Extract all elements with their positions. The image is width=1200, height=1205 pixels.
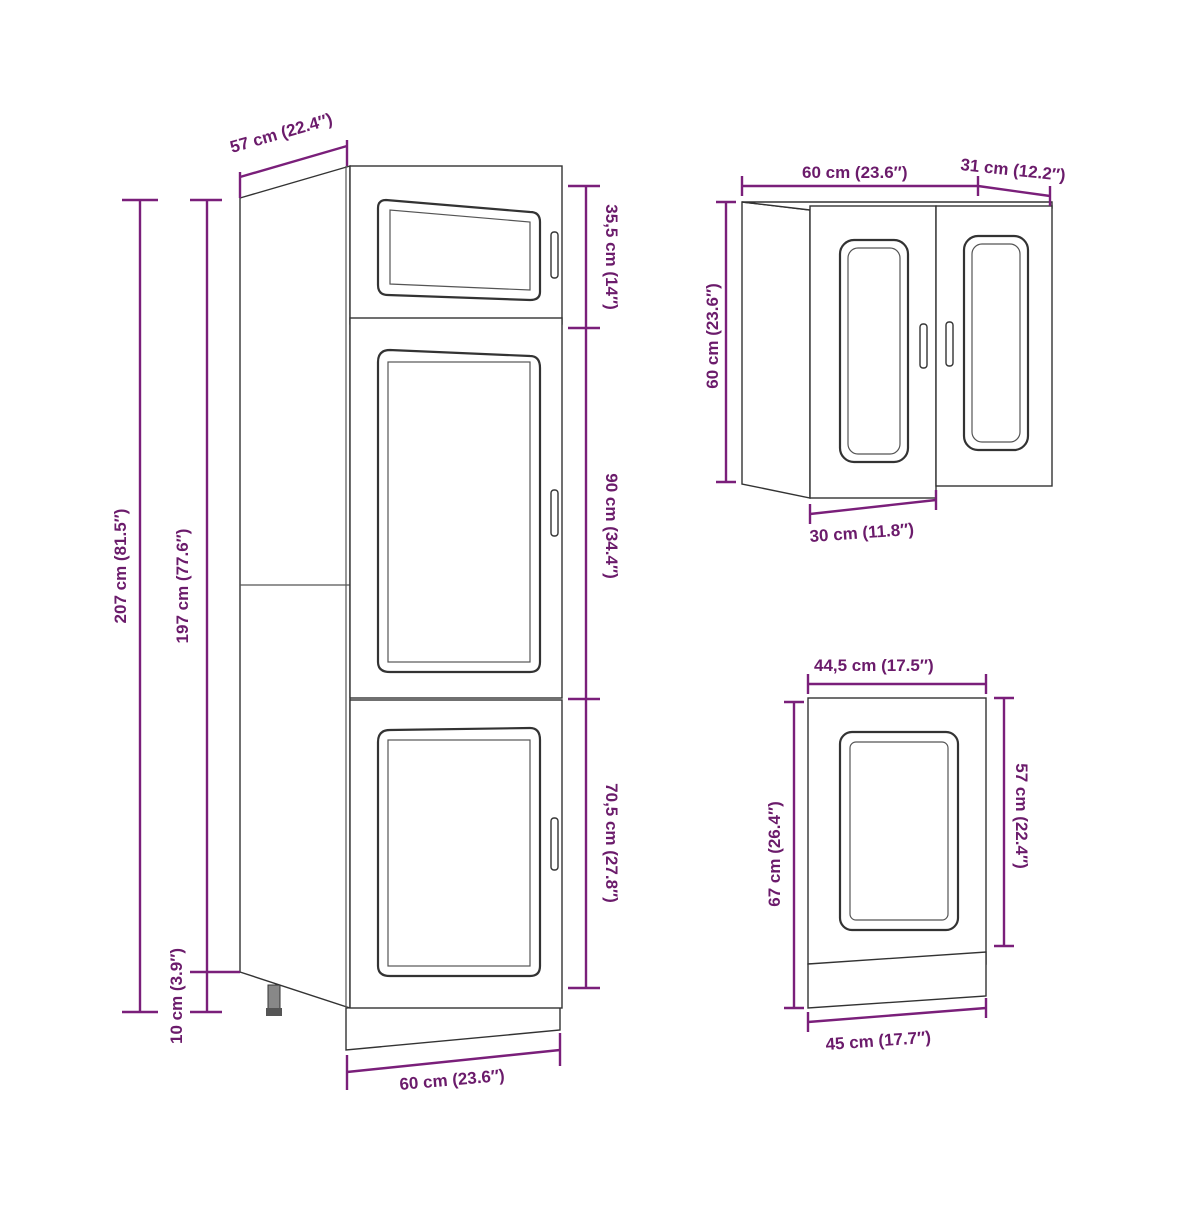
base-cabinet-plinth [807, 951, 987, 1009]
tall-total-height-label: 207 cm (81.5″) [111, 509, 130, 624]
wall-cabinet-side [741, 201, 811, 499]
wall-door-width-label: 30 cm (11.8″) [809, 520, 915, 546]
handle-icon [550, 231, 559, 279]
base-cabinet [807, 697, 987, 1009]
base-door-panel-inner [849, 741, 949, 921]
handle-icon [919, 323, 928, 369]
wall-depth-label: 31 cm (12.2″) [960, 155, 1067, 185]
handle-icon [550, 489, 559, 537]
wall-height-label: 60 cm (23.6″) [703, 283, 722, 388]
left-door-panel-inner [847, 247, 901, 455]
tall-depth-label: 57 cm (22.4″) [228, 110, 335, 157]
right-door-panel-outer [962, 234, 1030, 452]
left-door-panel-outer [838, 238, 910, 464]
middle-door-panel-outer [376, 348, 542, 674]
handle-icon [550, 817, 559, 871]
tall-cabinet-side [239, 165, 351, 1009]
tall-width-label: 60 cm (23.6″) [399, 1066, 506, 1094]
tall-top-door-label: 35,5 cm (14″) [602, 204, 621, 309]
middle-door-panel-inner [387, 361, 531, 663]
base-door-panel-outer [838, 730, 960, 932]
bottom-door-panel-outer [376, 726, 542, 978]
base-door-width-label: 44,5 cm (17.5″) [814, 656, 934, 675]
base-total-height-label: 67 cm (26.4″) [765, 801, 784, 906]
wall-cabinet-right-door [935, 205, 1053, 487]
base-cabinet-door [807, 697, 987, 965]
leg-foot [266, 1008, 282, 1016]
tall-bottom-door-label: 70,5 cm (27.8″) [602, 783, 621, 903]
tall-cabinet-middle-door [349, 317, 563, 699]
tall-plinth-height-label: 10 cm (3.9″) [167, 948, 186, 1044]
wall-width-label: 60 cm (23.6″) [802, 163, 907, 182]
top-door-panel-outer [376, 198, 542, 302]
top-door-panel-inner [389, 209, 531, 291]
handle-icon [945, 321, 954, 367]
right-door-panel-inner [971, 243, 1021, 443]
base-cabinet-dimensions: 44,5 cm (17.5″) 67 cm (26.4″) 57 cm (22.… [765, 656, 1031, 1054]
tall-cabinet-bottom-door [349, 699, 563, 1009]
tall-body-height-label: 197 cm (77.6″) [173, 529, 192, 644]
base-width-label: 45 cm (17.7″) [825, 1028, 932, 1054]
bottom-door-panel-inner [387, 739, 531, 967]
tall-cabinet [239, 165, 563, 1051]
wall-cabinet [741, 201, 1053, 499]
tall-middle-door-label: 90 cm (34.4″) [602, 473, 621, 578]
base-body-height-label: 57 cm (22.4″) [1012, 763, 1031, 868]
